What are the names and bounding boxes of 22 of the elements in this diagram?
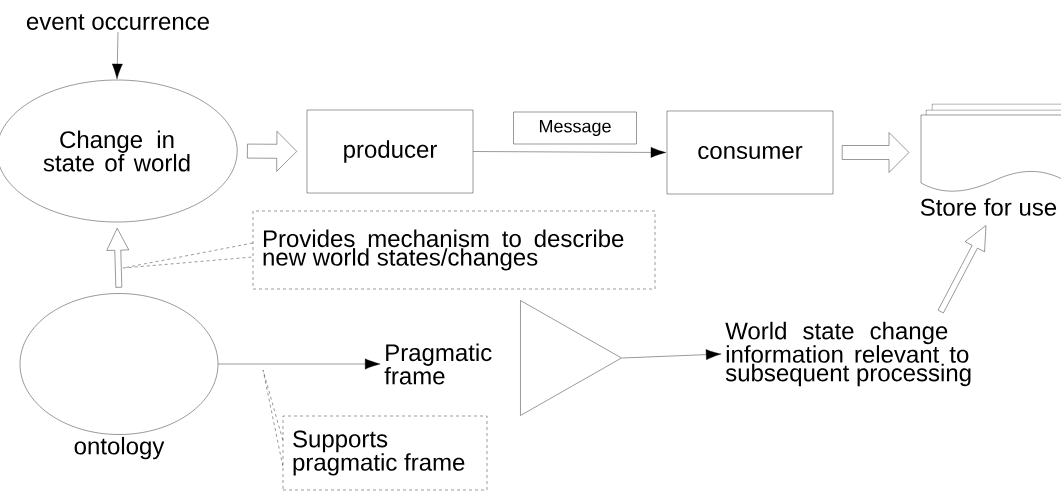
callout-box: Provides mechanism to describe new world states/changes — [252, 210, 656, 290]
block-arrow — [247, 131, 297, 172]
frame-label: Pragmatic frame — [384, 343, 492, 385]
block-arrow — [106, 228, 129, 288]
document-stack: Store for use — [920, 103, 1061, 216]
producer-box: producer — [306, 109, 474, 194]
arrow — [111, 31, 123, 80]
arrow — [621, 349, 722, 360]
consumer-box: consumer — [666, 110, 834, 195]
result-label: World state change information relevant to subsequent processing — [725, 321, 971, 387]
leader-line — [262, 369, 283, 467]
edge-label: Message — [513, 111, 637, 145]
arrow — [218, 358, 381, 370]
node-label: ontology — [74, 436, 165, 460]
block-arrow — [842, 132, 910, 173]
callout-box: Supports pragmatic frame — [282, 415, 488, 491]
block-arrow — [937, 225, 987, 314]
leader-line — [122, 242, 253, 269]
triangle-shape — [520, 300, 622, 416]
node-label: Store for use — [920, 198, 1057, 216]
arrow — [473, 147, 667, 158]
event-label: event occurrence — [26, 14, 209, 30]
